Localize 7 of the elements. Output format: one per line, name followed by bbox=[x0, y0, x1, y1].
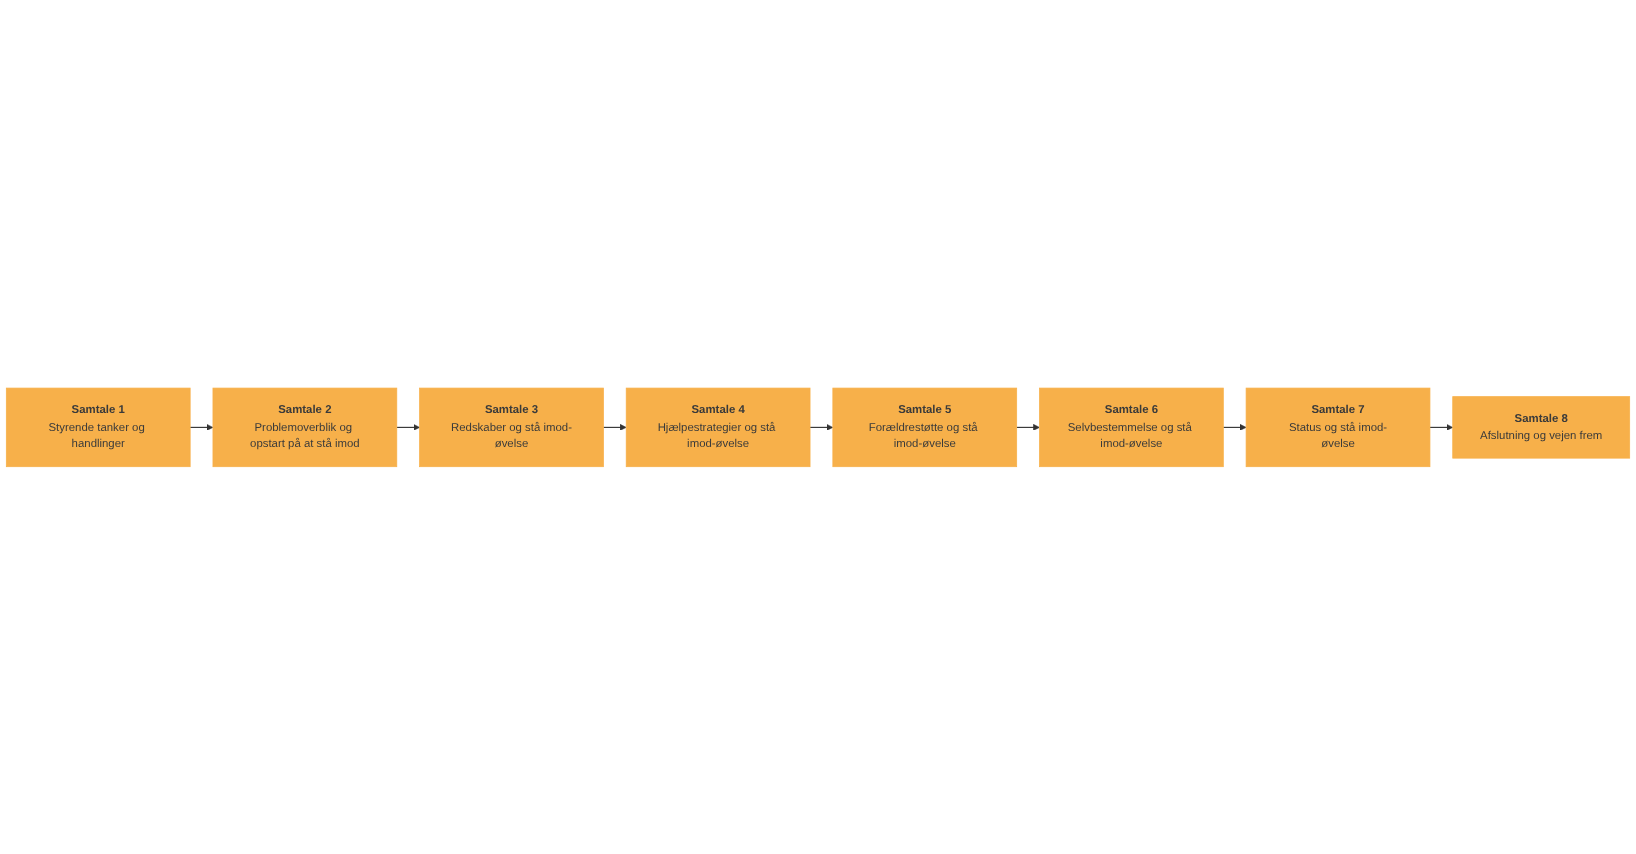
arrow bbox=[396, 423, 420, 431]
arrow bbox=[1016, 423, 1040, 431]
arrow bbox=[602, 423, 627, 431]
arrow bbox=[1429, 423, 1454, 431]
arrow bbox=[1222, 423, 1247, 431]
arrow bbox=[189, 423, 214, 431]
arrow bbox=[809, 423, 834, 431]
